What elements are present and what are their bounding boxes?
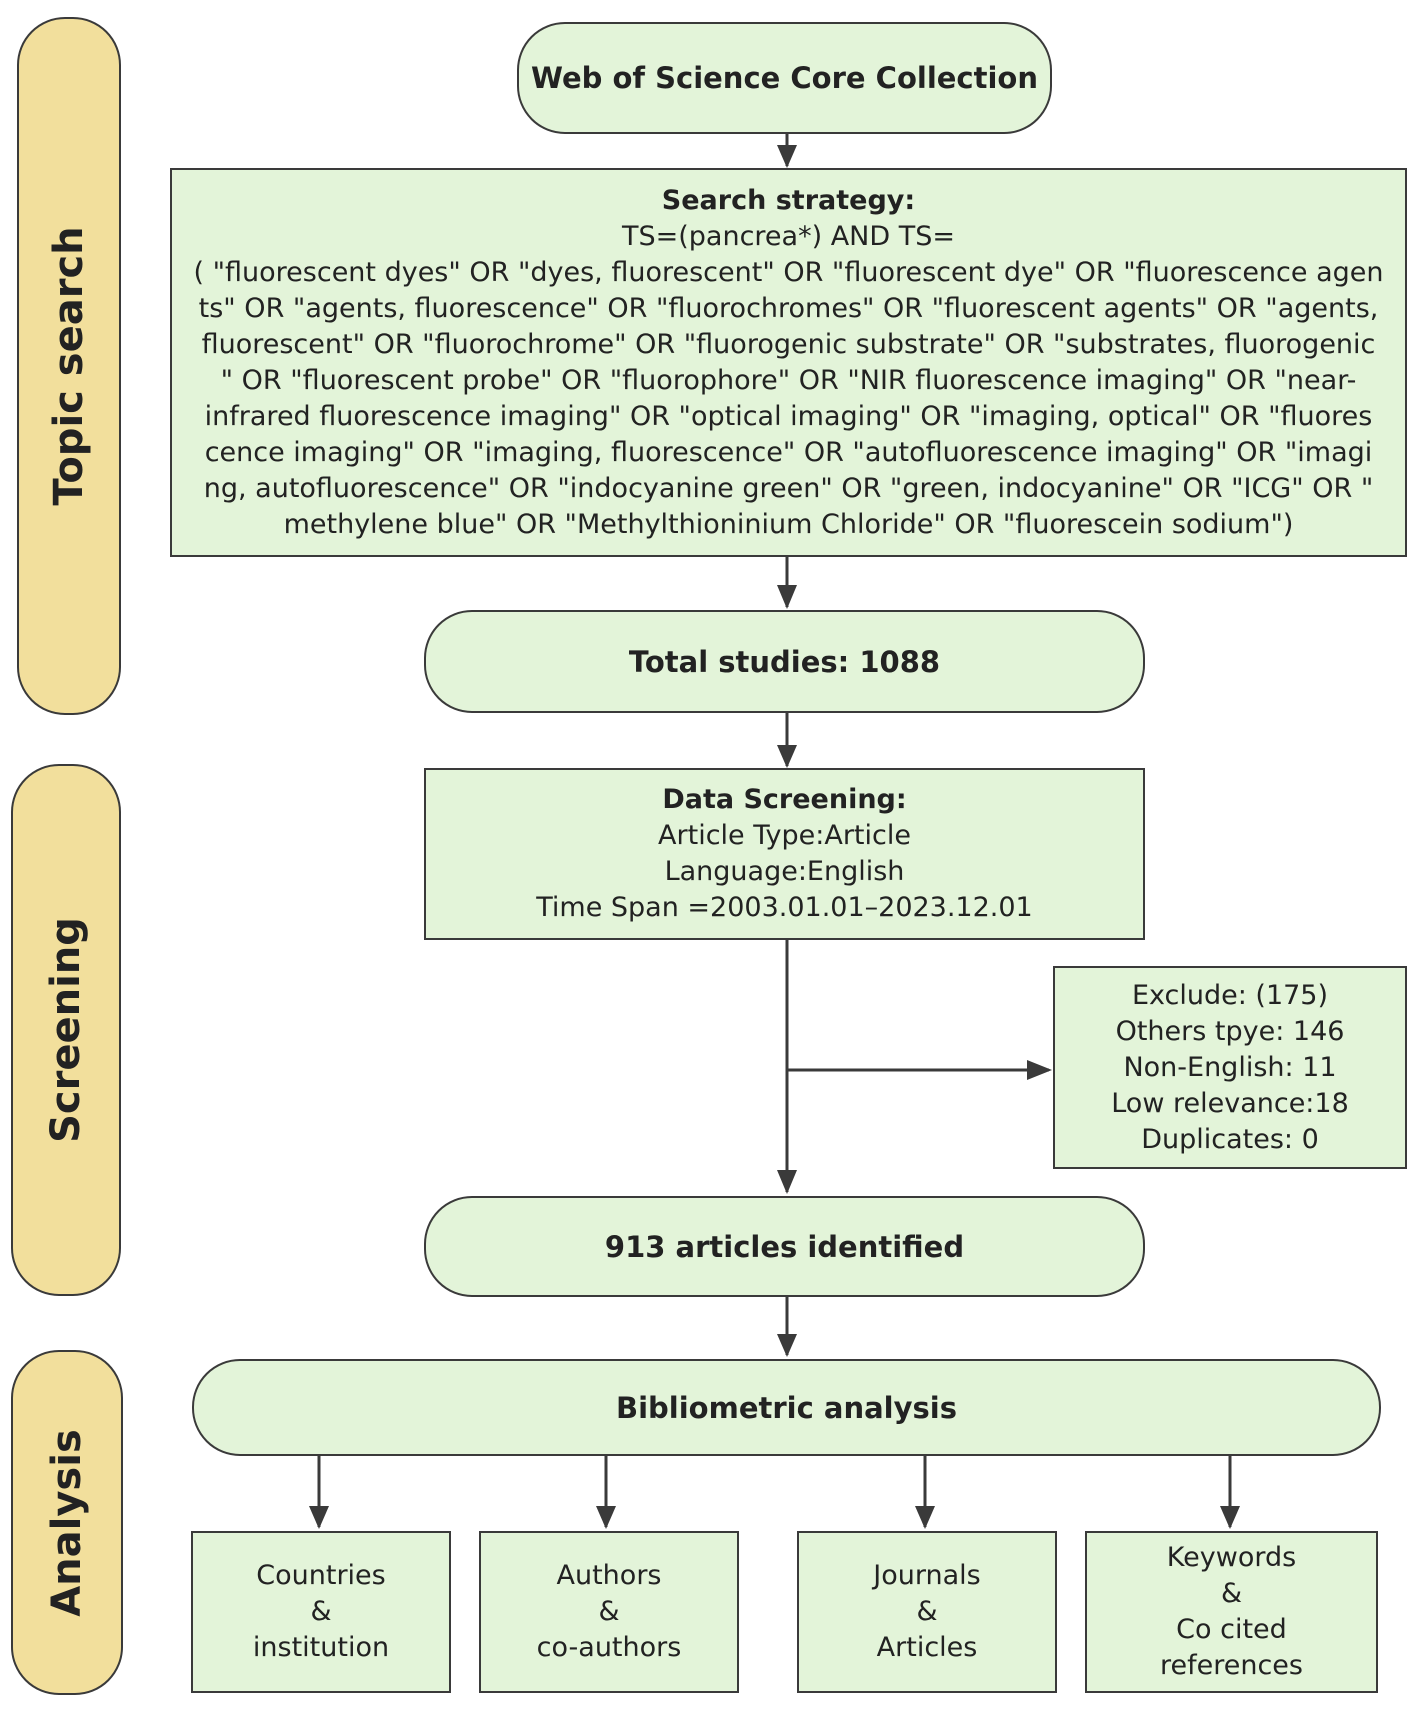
bibliometric-label: Bibliometric analysis <box>616 1390 957 1425</box>
arrowhead-keywords <box>1220 1506 1240 1529</box>
search-strategy-title: Search strategy: <box>661 184 916 216</box>
stage-analysis: Analysis <box>11 1350 123 1695</box>
data-screening-line: Time Span =2003.01.01–2023.12.01 <box>536 892 1033 923</box>
exclude-line: Exclude: (175) <box>1131 979 1329 1011</box>
output-keywords-line: Co cited <box>1176 1614 1287 1645</box>
search-strategy-line: TS=(pancrea*) AND TS= <box>621 220 955 252</box>
exclude-line: Low relevance:18 <box>1111 1087 1349 1119</box>
total-studies-label: Total studies: 1088 <box>628 644 941 679</box>
search-strategy-line: infrared fluorescence imaging" OR "optic… <box>204 400 1373 432</box>
data-screening-line: Language:English <box>664 856 905 887</box>
data-screening-line: Article Type:Article <box>658 820 911 851</box>
arrowhead-screening <box>777 745 797 768</box>
exclude-line: Non-English: 11 <box>1123 1051 1337 1083</box>
data-screening-node: Data Screening: Article Type:Article Lan… <box>424 768 1145 940</box>
output-countries-line: institution <box>252 1632 390 1663</box>
output-journals: Journals & Articles <box>797 1531 1057 1693</box>
exclude-node: Exclude: (175) Others tpye: 146 Non-Engl… <box>1053 966 1407 1169</box>
search-strategy-line: methylene blue" OR "Methylthioninium Chl… <box>283 508 1294 540</box>
output-authors-line: co-authors <box>536 1632 682 1663</box>
output-keywords-line: & <box>1220 1578 1243 1609</box>
search-strategy-line: ( "fluorescent dyes" OR "dyes, fluoresce… <box>193 256 1384 288</box>
search-strategy-line: fluorescent" OR "fluorochrome" OR "fluor… <box>201 328 1376 360</box>
exclude-line: Duplicates: 0 <box>1141 1123 1319 1155</box>
output-countries-line: & <box>310 1596 332 1627</box>
output-journals-line: Journals <box>873 1560 981 1591</box>
output-journals-line: & <box>916 1596 938 1627</box>
output-authors-line: Authors <box>556 1560 662 1591</box>
search-strategy-line: ng, autofluorescence" OR "indocyanine gr… <box>203 472 1374 504</box>
arrowhead-strategy <box>777 145 797 168</box>
arrowhead-journals <box>915 1506 935 1529</box>
arrowhead-exclude <box>1027 1060 1052 1080</box>
data-screening-title: Data Screening: <box>662 784 907 815</box>
search-strategy-line: ts" OR "agents, fluorescence" OR "fluoro… <box>198 292 1379 324</box>
exclude-line: Others tpye: 146 <box>1115 1015 1345 1047</box>
output-authors: Authors & co-authors <box>479 1531 739 1693</box>
output-countries: Countries & institution <box>191 1531 451 1693</box>
output-countries-line: Countries <box>256 1560 386 1591</box>
search-strategy-line: " OR "fluorescent probe" OR "fluorophore… <box>220 364 1357 396</box>
output-keywords-line: references <box>1160 1650 1303 1681</box>
output-keywords: Keywords & Co cited references <box>1085 1531 1378 1693</box>
stage-screening: Screening <box>11 764 121 1296</box>
search-strategy-node: Search strategy: TS=(pancrea*) AND TS= (… <box>170 168 1407 557</box>
arrowhead-total <box>777 585 797 609</box>
identified-node: 913 articles identified <box>424 1196 1145 1297</box>
arrowhead-bibliometric <box>777 1334 797 1357</box>
bibliometric-node: Bibliometric analysis <box>192 1359 1381 1456</box>
source-node: Web of Science Core Collection <box>517 22 1052 134</box>
output-keywords-line: Keywords <box>1166 1542 1297 1573</box>
output-authors-line: & <box>598 1596 620 1627</box>
arrowhead-authors <box>596 1506 616 1529</box>
search-strategy-line: cence imaging" OR "imaging, fluorescence… <box>204 436 1373 468</box>
total-studies-node: Total studies: 1088 <box>424 610 1145 713</box>
source-label: Web of Science Core Collection <box>531 61 1038 95</box>
output-journals-line: Articles <box>876 1632 978 1663</box>
identified-label: 913 articles identified <box>604 1229 965 1264</box>
stage-topic-search: Topic search <box>17 17 121 715</box>
arrowhead-identified <box>777 1170 797 1194</box>
arrowhead-countries <box>309 1506 329 1529</box>
